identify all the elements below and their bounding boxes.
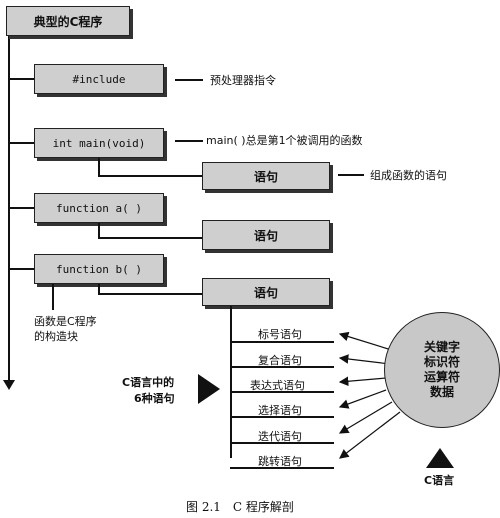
underline-3 [230,391,334,393]
statement-type-1: 标号语句 [258,328,302,341]
statement-type-2: 复合语句 [258,354,302,367]
connector-b-v [98,284,100,293]
underline-6 [230,467,334,469]
func-a-text: function a( ) [55,201,143,215]
connector-a-v [98,223,100,237]
statement-type-4: 选择语句 [258,404,302,417]
func-a-box: function a( ) [34,193,164,223]
statement-text-1: 语句 [253,169,278,184]
include-text: #include [72,72,126,86]
connector-main-v [98,158,100,175]
figure-caption: 图 2.1 C 程序解剖 [186,500,294,514]
underline-1 [230,341,334,343]
underline-4 [230,416,334,418]
branch-main [8,142,34,144]
six-kinds-label-2: 6种语句 [134,392,175,405]
pointer-right-triangle-icon [198,374,220,404]
statement-type-5: 迭代语句 [258,430,302,443]
c-language-label: C语言 [424,474,455,487]
main-box: int main(void) [34,128,164,158]
spine-line [8,36,10,381]
pointer-up-triangle-icon [426,448,454,468]
branch-func-b [8,268,34,270]
bracket-vertical [230,306,232,458]
connector-a-h [98,237,202,239]
building-block-label-1: 函数是C程序 [34,315,97,328]
pointer-compose [338,174,364,176]
circle-item-keywords: 关键字 [423,340,460,354]
underline-5 [230,442,334,444]
pointer-preprocessor [175,79,203,81]
building-block-label-2: 的构造块 [34,330,78,343]
branch-func-a [8,207,34,209]
arrow-to-jump-stmt [339,411,401,459]
underline-2 [230,366,334,368]
circle-item-operators: 运算符 [423,370,460,384]
statement-box-2: 语句 [202,220,330,250]
statement-box-3: 语句 [202,278,330,306]
arrow-to-iter-stmt [338,401,393,434]
compose-label: 组成函数的语句 [370,169,447,182]
func-b-text: function b( ) [55,262,143,276]
title-box: 典型的C程序 [6,6,130,36]
main-text: int main(void) [52,136,146,150]
preprocessor-label: 预处理器指令 [210,74,276,87]
title-text: 典型的C程序 [33,14,103,29]
main-note-label: main( )总是第1个被调用的函数 [206,134,363,147]
arrow-to-expr-stmt [338,376,387,387]
connector-b-h [98,293,202,295]
arrow-to-compound-stmt [338,354,391,365]
include-box: #include [34,64,164,94]
func-b-box: function b( ) [34,254,164,284]
spine-arrow-icon [3,380,15,390]
six-kinds-label-1: C语言中的 [122,376,175,389]
branch-include [8,78,34,80]
c-language-circle: 关键字 标识符 运算符 数据 [384,312,500,428]
arrow-to-select-stmt [338,389,387,409]
statement-text-2: 语句 [253,228,278,243]
circle-item-data: 数据 [429,385,454,399]
pointer-building-block [52,284,54,310]
statement-box-1: 语句 [202,162,330,190]
circle-item-identifiers: 标识符 [423,355,460,369]
statement-type-3: 表达式语句 [250,379,305,392]
pointer-main-note [175,140,203,142]
connector-main-h [98,175,202,177]
statement-type-6: 跳转语句 [258,455,302,468]
statement-text-3: 语句 [253,285,278,300]
